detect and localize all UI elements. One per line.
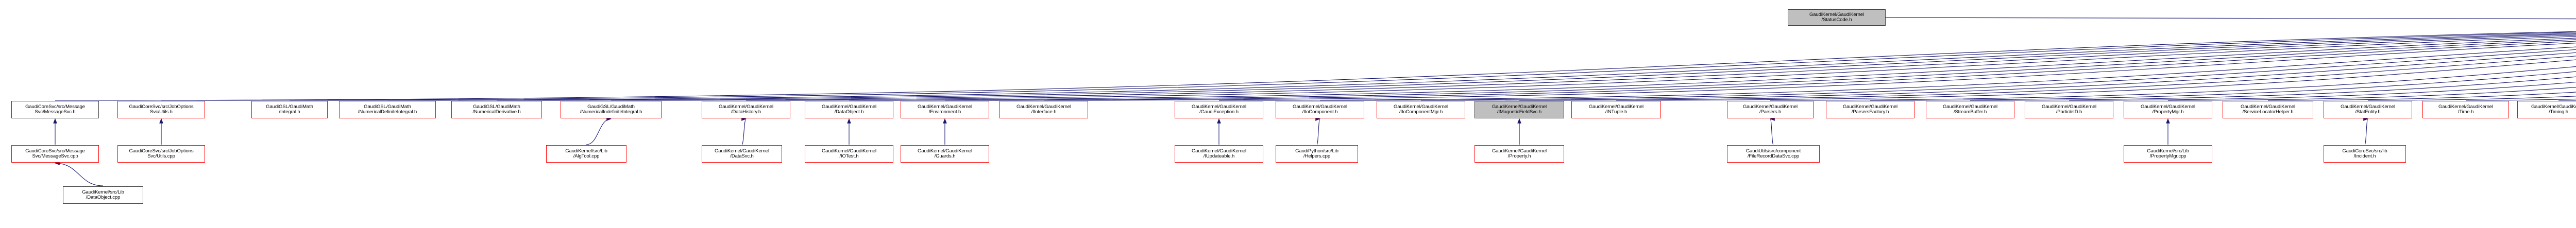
graph-node[interactable]: GaudiKernel/GaudiKernel /Guards.h bbox=[901, 145, 989, 163]
graph-edge bbox=[2465, 98, 2576, 101]
graph-edge bbox=[944, 41, 2576, 101]
graph-node[interactable]: GaudiCoreSvc/src/JobOptions Svc/Utils.h bbox=[117, 101, 205, 118]
graph-node[interactable]: GaudiKernel/GaudiKernel /GaudiException.… bbox=[1175, 101, 1263, 118]
graph-edge bbox=[1616, 59, 2576, 101]
graph-node[interactable]: GaudiKernel/GaudiKernel /IUpdateable.h bbox=[1175, 145, 1263, 163]
graph-node[interactable]: GaudiKernel/GaudiKernel /IIoComponentMgr… bbox=[1377, 101, 1465, 118]
graph-node[interactable]: GaudiCoreSvc/src/JobOptions Svc/Utils.cp… bbox=[117, 145, 205, 163]
graph-node[interactable]: GaudiPython/src/Lib /Helpers.cpp bbox=[1276, 145, 1358, 163]
graph-node[interactable]: GaudiCoreSvc/src/Message Svc/MessageSvc.… bbox=[11, 145, 99, 163]
graph-edge bbox=[387, 33, 2576, 101]
graph-node[interactable]: GaudiKernel/GaudiKernel /Parsers.h bbox=[1727, 101, 1814, 118]
graph-node[interactable]: GaudiKernel/GaudiKernel /IMagneticFieldS… bbox=[1475, 101, 1564, 118]
graph-node[interactable]: GaudiGSL/GaudiMath /Integral.h bbox=[251, 101, 328, 118]
graph-edge bbox=[54, 161, 104, 186]
graph-node[interactable]: GaudiGSL/GaudiMath /NumericalDefiniteInt… bbox=[339, 101, 436, 118]
graph-node[interactable]: GaudiKernel/GaudiKernel /DataSvc.h bbox=[702, 145, 782, 163]
graph-node[interactable]: GaudiUtils/src/component /FileRecordData… bbox=[1727, 145, 1820, 163]
graph-node[interactable]: GaudiKernel/GaudiKernel /Timing.h bbox=[2517, 101, 2576, 118]
graph-edge bbox=[1319, 49, 2576, 101]
graph-edge bbox=[2069, 81, 2576, 101]
graph-node[interactable]: GaudiGSL/GaudiMath /NumericalDerivative.… bbox=[451, 101, 542, 118]
graph-node[interactable]: GaudiKernel/GaudiKernel /Time.h bbox=[2422, 101, 2509, 118]
graph-edge bbox=[1420, 52, 2576, 101]
graph-edge bbox=[2367, 96, 2576, 101]
graph-edge bbox=[1770, 66, 2576, 101]
graph-edge bbox=[1836, 17, 2576, 19]
graph-edge bbox=[745, 38, 2576, 101]
graph-node[interactable]: GaudiKernel/GaudiKernel /StreamBuffer.h bbox=[1926, 101, 2014, 118]
graph-node[interactable]: GaudiKernel/GaudiKernel /INTuple.h bbox=[1571, 101, 1661, 118]
graph-node[interactable]: GaudiKernel/src/Lib /AlgTool.cpp bbox=[546, 145, 626, 163]
graph-edge bbox=[1043, 42, 2576, 101]
graph-edge bbox=[586, 117, 612, 145]
graph-node[interactable]: GaudiKernel/GaudiKernel /IOTest.h bbox=[805, 145, 893, 163]
graph-node[interactable]: GaudiKernel/GaudiKernel /ParsersFactory.… bbox=[1826, 101, 1914, 118]
graph-node[interactable]: GaudiKernel/src/Lib /PropertyMgr.cpp bbox=[2124, 145, 2212, 163]
graph-edge bbox=[2558, 100, 2576, 101]
graph-node[interactable]: GaudiKernel/GaudiKernel /ServiceLocatorH… bbox=[2223, 101, 2313, 118]
graph-edge bbox=[1870, 71, 2576, 101]
graph-edge bbox=[1970, 76, 2576, 101]
graph-edge bbox=[1218, 46, 2576, 101]
graph-edge bbox=[849, 39, 2576, 101]
graph-node[interactable]: GaudiKernel/GaudiKernel /PropertyMgr.h bbox=[2124, 101, 2212, 118]
graph-node[interactable]: GaudiCoreSvc/src/Message Svc/MessageSvc.… bbox=[11, 101, 99, 118]
graph-edge bbox=[1315, 117, 1321, 145]
graph-edge bbox=[1519, 56, 2576, 101]
graph-node[interactable]: GaudiKernel/GaudiKernel /ParticleID.h bbox=[2025, 101, 2113, 118]
graph-edge bbox=[611, 36, 2576, 101]
graph-edge bbox=[161, 32, 2576, 101]
graph-node[interactable]: GaudiKernel/GaudiKernel /DataHistory.h bbox=[702, 101, 790, 118]
graph-edge bbox=[55, 31, 2576, 101]
graph-node[interactable]: GaudiGSL/GaudiMath /NumericalIndefiniteI… bbox=[561, 101, 662, 118]
graph-node[interactable]: GaudiCoreSvc/src/lib /Incident.h bbox=[2324, 145, 2406, 163]
graph-node[interactable]: GaudiKernel/GaudiKernel /StatusCode.h bbox=[1788, 9, 1886, 26]
graph-node[interactable]: GaudiKernel/GaudiKernel /DataObject.h bbox=[805, 101, 893, 118]
graph-edge bbox=[1769, 117, 1775, 145]
graph-edge bbox=[289, 32, 2576, 101]
graph-edge bbox=[496, 34, 2576, 101]
graph-node[interactable]: GaudiKernel/GaudiKernel /Environment.h bbox=[901, 101, 989, 118]
graph-edge bbox=[741, 117, 747, 145]
graph-node[interactable]: GaudiKernel/GaudiKernel /IInterface.h bbox=[999, 101, 1088, 118]
graph-edge bbox=[2267, 92, 2576, 101]
graph-node[interactable]: GaudiKernel/GaudiKernel /Property.h bbox=[1475, 145, 1564, 163]
graph-node[interactable]: GaudiKernel/GaudiKernel /StatEntity.h bbox=[2324, 101, 2412, 118]
graph-edge bbox=[2167, 87, 2576, 101]
graph-edge bbox=[2363, 117, 2369, 145]
graph-node[interactable]: GaudiKernel/src/Lib /DataObject.cpp bbox=[63, 186, 143, 204]
graph-node[interactable]: GaudiKernel/GaudiKernel /IIoComponent.h bbox=[1276, 101, 1364, 118]
